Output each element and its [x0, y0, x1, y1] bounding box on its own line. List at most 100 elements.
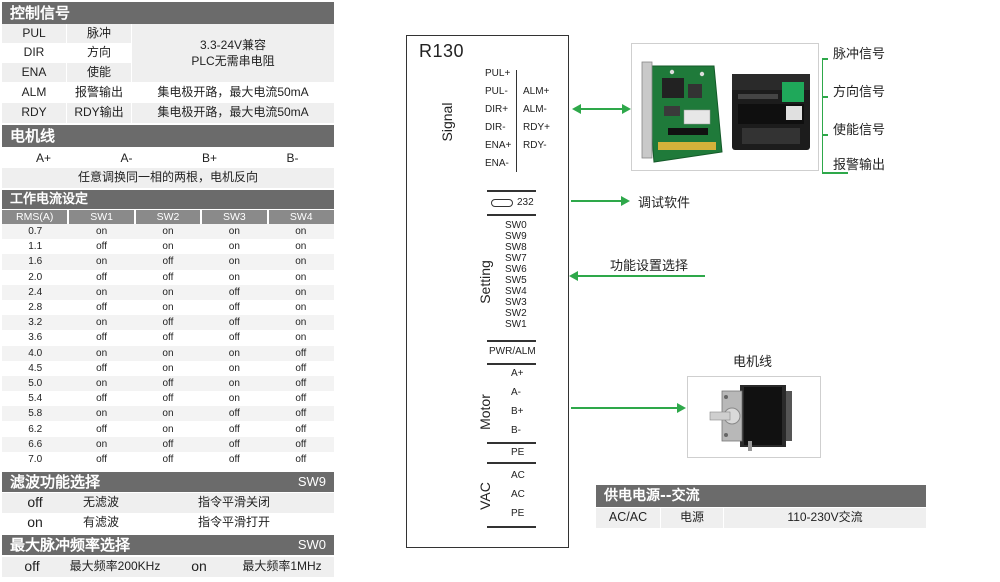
- current-cell-sw4: on: [267, 284, 334, 300]
- current-cell-sw3: on: [201, 254, 268, 270]
- motor-pin-pe: PE: [511, 447, 525, 458]
- switch-label-sw8: SW8: [505, 242, 527, 253]
- col-sw3: SW3: [201, 210, 269, 224]
- current-cell-sw1: on: [68, 254, 135, 270]
- current-cell-sw3: on: [201, 224, 268, 240]
- power-range: 110-230V交流: [724, 508, 926, 528]
- current-cell-sw4: off: [267, 436, 334, 452]
- divider-port: [487, 214, 536, 216]
- current-cell-sw2: off: [134, 451, 202, 467]
- current-cell-sw2: off: [134, 254, 202, 270]
- current-cell-sw1: on: [68, 224, 135, 240]
- alm-desc: 报警输出: [74, 85, 123, 99]
- power-supply-title: 供电电源--交流: [604, 488, 700, 504]
- current-cell-sw2: on: [134, 284, 202, 300]
- enable-tick: [822, 134, 828, 136]
- current-cell-rms: 6.2: [2, 421, 69, 437]
- current-cell-sw3: on: [201, 375, 268, 392]
- signal-arrow-right-head: [622, 104, 631, 114]
- current-cell-rms: 5.0: [2, 375, 69, 392]
- max-freq-on-state: on: [168, 557, 230, 577]
- current-cell-sw4: off: [267, 451, 334, 467]
- current-cell-rms: 5.8: [2, 406, 69, 422]
- filter-title: 滤波功能选择: [10, 473, 101, 491]
- controller-image: [641, 61, 810, 163]
- current-cell-sw4: on: [267, 315, 334, 331]
- current-cell-sw4: on: [267, 269, 334, 285]
- current-cell-rms: 3.6: [2, 330, 69, 346]
- divider-signal: [487, 190, 536, 192]
- current-cell-rms: 2.4: [2, 284, 69, 300]
- motor-wire-pin-a-plus: A+: [35, 151, 51, 165]
- motor-wire-header: 电机线: [2, 125, 334, 147]
- direction-tick: [822, 96, 828, 98]
- current-setting-header: 工作电流设定: [2, 190, 334, 209]
- current-cell-sw4: off: [267, 375, 334, 392]
- debug-arrow-head: [621, 196, 630, 206]
- current-cell-sw3: off: [201, 284, 268, 300]
- pul-desc: 脉冲: [67, 24, 131, 43]
- driver-box: R130 Signal PUL+ PUL- DIR+ DIR- ENA+ ENA…: [406, 35, 569, 548]
- motor-wire-title: 电机线: [10, 127, 56, 145]
- current-cell-sw1: off: [68, 269, 135, 285]
- pin-pul-minus: PUL-: [485, 86, 508, 97]
- current-cell-rms: 5.4: [2, 391, 69, 407]
- pul-name: PUL: [2, 24, 66, 43]
- current-cell-sw2: on: [134, 406, 202, 422]
- motor-arrow-head: [677, 403, 686, 413]
- motor-picture: [687, 376, 821, 458]
- max-freq-switch: SW0: [297, 537, 326, 552]
- max-freq-on-desc: 最大频率1MHz: [230, 557, 334, 577]
- current-cell-sw4: on: [267, 239, 334, 255]
- power-supply-header: 供电电源--交流: [596, 485, 926, 507]
- filter-header: 滤波功能选择 SW9: [2, 472, 334, 492]
- pin-rdy-minus: RDY-: [523, 140, 547, 151]
- current-cell-rms: 4.0: [2, 345, 69, 361]
- current-cell-sw3: off: [201, 436, 268, 452]
- current-cell-sw3: off: [201, 421, 268, 437]
- current-cell-rms: 4.5: [2, 360, 69, 376]
- power-label: 电源: [661, 508, 723, 528]
- vac-pin-ac1: AC: [511, 470, 525, 481]
- current-cell-sw1: on: [68, 375, 135, 392]
- pulse-signal-label: 脉冲信号: [833, 47, 886, 62]
- current-table-header-row: RMS(A) SW1 SW2 SW3 SW4: [2, 210, 334, 224]
- stepper-motor-image: [709, 385, 792, 451]
- ena-desc: 使能: [67, 63, 131, 82]
- current-cell-sw1: on: [68, 315, 135, 331]
- function-arrow-line: [575, 275, 705, 277]
- motor-cable-label: 电机线: [733, 355, 773, 370]
- max-freq-header: 最大脉冲频率选择 SW0: [2, 535, 334, 555]
- input-level-merged: 3.3-24V兼容 PLC无需串电阻: [132, 24, 334, 82]
- current-cell-sw1: off: [68, 299, 135, 316]
- current-cell-sw1: off: [68, 391, 135, 407]
- motor-pin-b-plus: B+: [511, 406, 524, 417]
- current-cell-sw2: off: [134, 269, 202, 285]
- switch-label-sw9: SW9: [505, 231, 527, 242]
- current-cell-sw3: off: [201, 299, 268, 316]
- label-bracket-line: [822, 58, 823, 174]
- switch-label-sw5: SW5: [505, 275, 527, 286]
- power-type: AC/AC: [596, 508, 660, 528]
- signal-label: Signal: [439, 102, 455, 142]
- current-cell-rms: 3.2: [2, 315, 69, 331]
- pin-ena-plus: ENA+: [485, 140, 512, 151]
- current-cell-rms: 0.7: [2, 224, 69, 240]
- current-cell-sw3: off: [201, 330, 268, 346]
- ena-name: ENA: [2, 63, 66, 82]
- current-cell-sw3: on: [201, 391, 268, 407]
- divider-motor-pe: [487, 442, 536, 444]
- col-sw4: SW4: [267, 210, 334, 224]
- control-signal-title: 控制信号: [10, 4, 71, 22]
- current-cell-sw3: off: [201, 315, 268, 331]
- rdy-spec: 集电极开路，最大电流50mA: [132, 103, 334, 123]
- pin-alm-plus: ALM+: [523, 86, 550, 97]
- current-cell-sw3: off: [201, 451, 268, 467]
- vac-pin-ac2: AC: [511, 489, 525, 500]
- switch-label-sw4: SW4: [505, 286, 527, 297]
- signal-arrow-line: [578, 108, 622, 110]
